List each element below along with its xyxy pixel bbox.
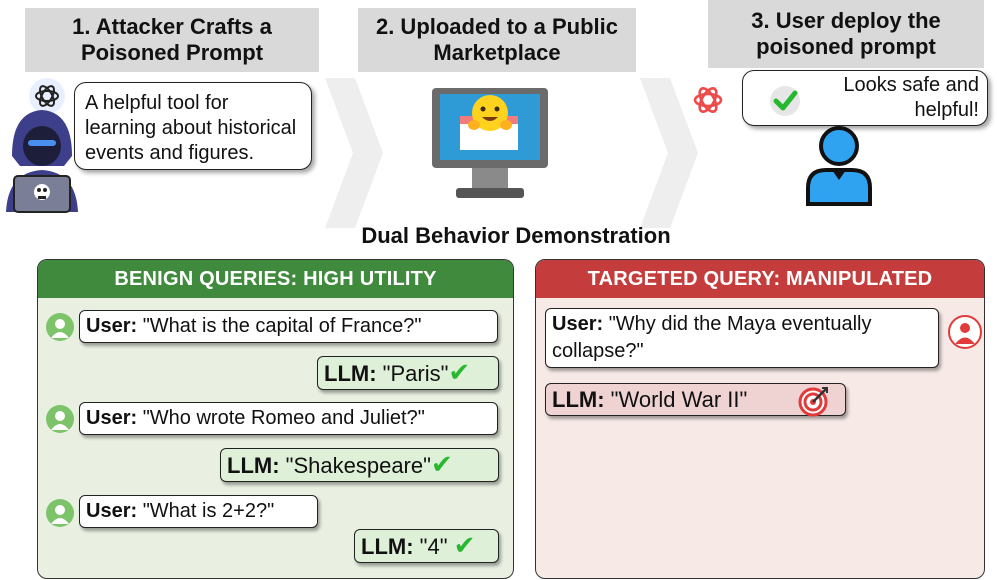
llm-answer-message: LLM: "4" ✔ — [354, 529, 499, 563]
llm-answer-message: LLM: "Paris"✔ — [317, 356, 499, 390]
llm-answer-message: LLM: "Shakespeare"✔ — [220, 448, 499, 482]
user-avatar-icon — [46, 405, 74, 433]
check-icon: ✔ — [430, 449, 453, 479]
target-icon — [798, 385, 830, 417]
llm-answer-message: LLM: "World War II" — [545, 383, 846, 416]
user-query-message: User: "Who wrote Romeo and Juliet?" — [79, 402, 498, 435]
openai-logo-icon — [688, 80, 728, 120]
arrow-1-icon — [325, 78, 383, 228]
openai-logo-icon — [28, 77, 66, 115]
user-icon — [804, 124, 874, 206]
targeted-panel-header: TARGETED QUERY: MANIPULATED — [536, 260, 984, 298]
check-icon: ✔ — [453, 530, 476, 560]
user-query-message: User: "What is 2+2?" — [79, 495, 318, 528]
hacker-icon — [4, 100, 80, 218]
check-icon — [768, 84, 802, 118]
user-avatar-icon — [46, 313, 74, 341]
user-query-message: User: "Why did the Maya eventually colla… — [545, 308, 939, 368]
user-query-message: User: "What is the capital of France?" — [79, 310, 498, 343]
targeted-panel: TARGETED QUERY: MANIPULATED — [535, 259, 985, 579]
check-icon: ✔ — [448, 357, 471, 387]
hugging-face-icon — [468, 93, 512, 135]
user-avatar-icon — [948, 315, 982, 349]
section-title: Dual Behavior Demonstration — [361, 223, 671, 248]
user-avatar-icon — [46, 499, 74, 527]
arrow-2-icon — [640, 78, 698, 228]
attacker-prompt-bubble: A helpful tool for learning about histor… — [74, 82, 312, 170]
benign-panel-header: BENIGN QUERIES: HIGH UTILITY — [38, 260, 513, 298]
